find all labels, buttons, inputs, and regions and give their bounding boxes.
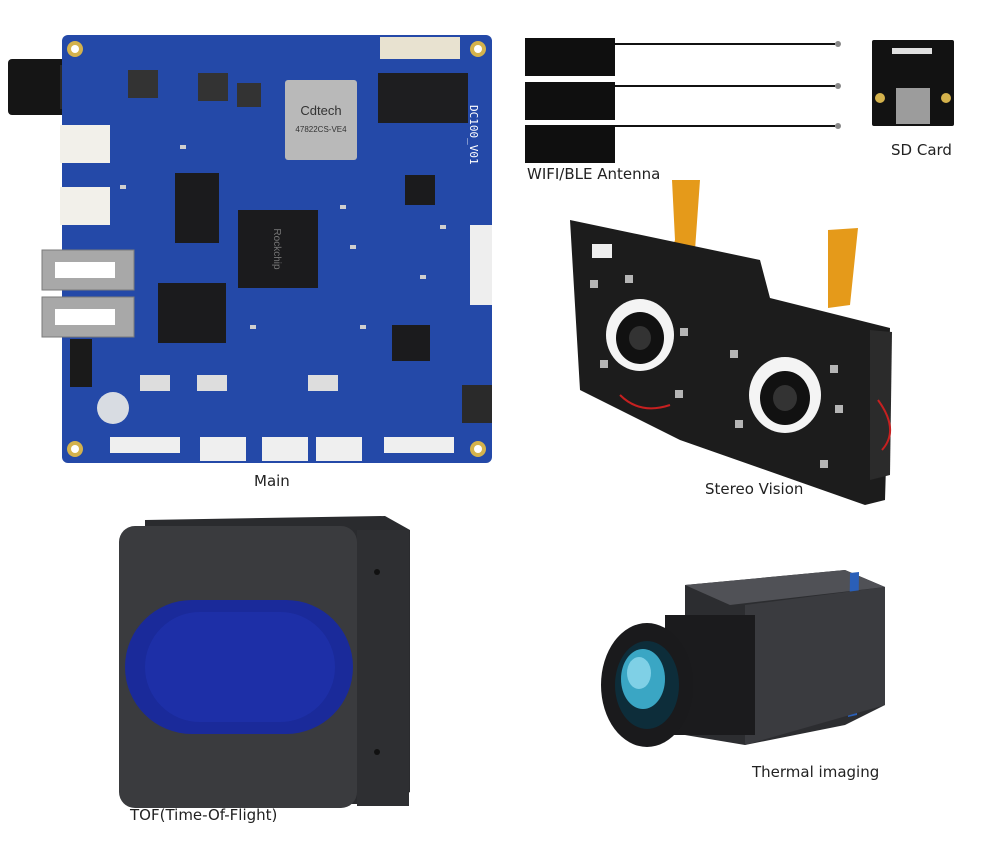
caption-main: Main — [254, 472, 290, 490]
cpu-chip — [238, 210, 318, 288]
caption-sdcard: SD Card — [891, 141, 952, 159]
power-connector-1 — [60, 125, 110, 163]
wifi-brand-text: Cdtech — [300, 103, 341, 118]
tof-camera-image — [119, 516, 410, 808]
flex-cable-2 — [828, 228, 858, 308]
antenna-image — [525, 38, 841, 163]
thermal-camera-image — [601, 570, 885, 747]
cpu-brand-text: Rockchip — [271, 228, 282, 270]
ir-leds — [590, 275, 843, 468]
antenna-pcb-2 — [525, 82, 615, 120]
wifi-module — [285, 80, 357, 160]
memory-chip-2 — [158, 283, 226, 343]
caption-stereo: Stereo Vision — [705, 480, 804, 498]
power-connector-2 — [60, 187, 110, 225]
sdcard-board — [872, 40, 954, 126]
antenna-pcb-3 — [525, 125, 615, 163]
sdcard-image — [872, 40, 954, 126]
main-board-image: Cdtech 47822CS-VE4 Rockchip DC100_V01 — [8, 35, 492, 463]
caption-antenna: WIFI/BLE Antenna — [527, 165, 661, 183]
caption-thermal: Thermal imaging — [752, 763, 880, 781]
sdcard-slot — [896, 88, 930, 124]
wifi-model-text: 47822CS-VE4 — [295, 125, 347, 134]
stereo-board — [570, 220, 890, 505]
antenna-pcb-1 — [525, 38, 615, 76]
stereo-vision-image — [570, 180, 892, 505]
memory-chip-1 — [175, 173, 219, 243]
caption-tof: TOF(Time-Of-Flight) — [130, 806, 278, 824]
board-name-text: DC100_V01 — [467, 105, 480, 165]
flash-chip — [378, 73, 468, 123]
